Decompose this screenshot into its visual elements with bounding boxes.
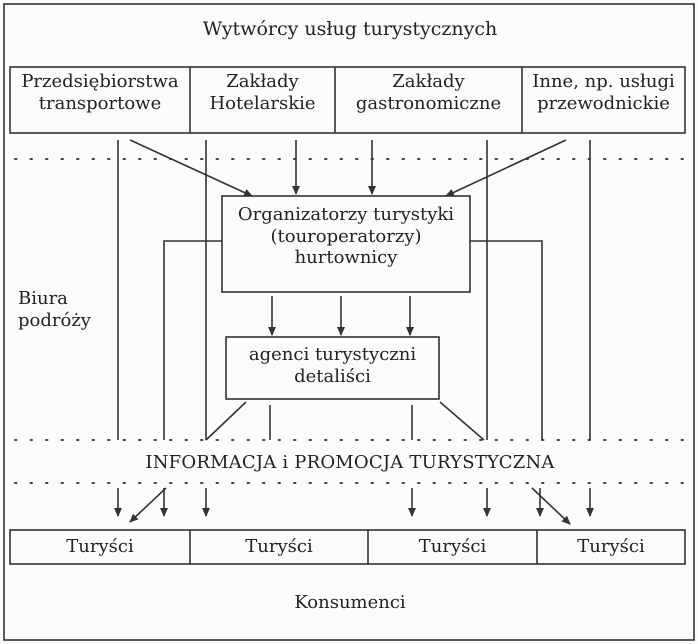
tourists-cell-4: Turyści xyxy=(577,536,645,557)
producer-hotels: Zakłady Hotelarskie xyxy=(209,71,316,114)
producer-gastronomy: Zakłady gastronomiczne xyxy=(355,71,502,114)
tourists-cell-2: Turyści xyxy=(245,536,313,557)
producers-title: Wytwórcy usług turystycznych xyxy=(202,18,498,40)
arrow-other-to-organizers xyxy=(445,139,567,197)
producers-row-box xyxy=(9,66,686,134)
outer-frame xyxy=(3,3,695,641)
agents-box xyxy=(225,336,440,400)
producer-transport: Przedsiębiorstwa transportowe xyxy=(21,71,179,114)
producer-other: Inne, np. usługi przewodnickie xyxy=(532,71,675,114)
arrow-transport-to-organizers xyxy=(129,139,253,197)
organizers-label: Organizatorzy turystyki (touroperatorzy)… xyxy=(237,204,455,269)
tourists-row-box xyxy=(9,529,686,565)
tourists-cell-1: Turyści xyxy=(66,536,134,557)
info-promotion-label: INFORMACJA i PROMOCJA TURYSTYCZNA xyxy=(145,452,555,473)
consumers-label: Konsumenci xyxy=(294,592,406,613)
agents-label: agenci turystyczni detaliści xyxy=(248,344,417,387)
tourists-cell-3: Turyści xyxy=(418,536,487,557)
organizers-box xyxy=(221,195,471,293)
travel-agencies-label: Biura podróży xyxy=(18,288,91,331)
